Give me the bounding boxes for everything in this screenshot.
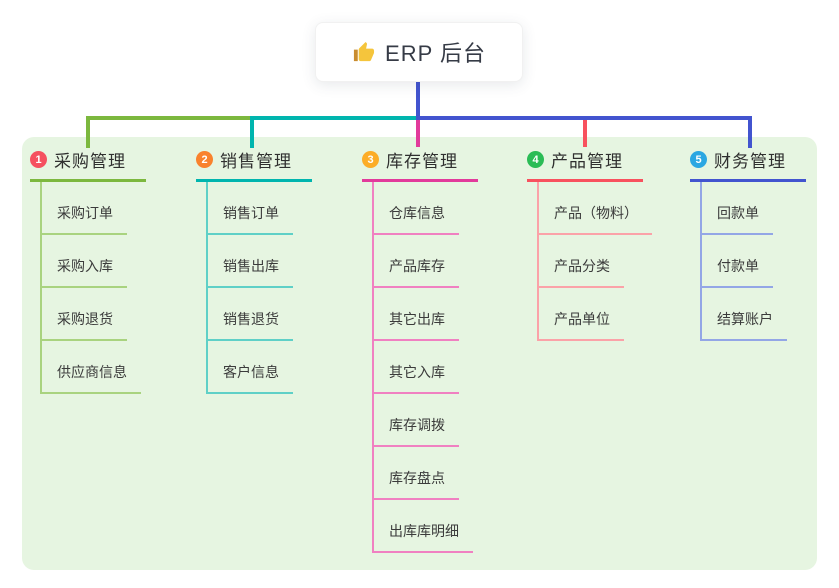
bus-segment-finance (416, 116, 752, 120)
branch-1: 1 采购管理 采购订单采购入库采购退货供应商信息 (30, 147, 146, 394)
thumbs-up-icon (352, 41, 375, 64)
root-connector-line (416, 80, 420, 118)
branch-items: 产品（物料）产品分类产品单位 (537, 182, 652, 341)
drop-line-finance (748, 118, 752, 148)
branch-topic-label: 库存管理 (386, 152, 458, 171)
bus-segment-sales (250, 116, 420, 120)
branch-number-badge: 4 (527, 151, 544, 168)
branch-items: 采购订单采购入库采购退货供应商信息 (40, 182, 141, 394)
subtopic[interactable]: 其它入库 (374, 341, 459, 394)
branches-background-panel (22, 137, 817, 570)
branch-topic[interactable]: 5 财务管理 (690, 147, 806, 182)
subtopic[interactable]: 产品单位 (539, 288, 624, 341)
subtopic[interactable]: 其它出库 (374, 288, 459, 341)
subtopic[interactable]: 销售出库 (208, 235, 293, 288)
branch-topic[interactable]: 1 采购管理 (30, 147, 146, 182)
root-topic-label: ERP 后台 (385, 41, 486, 66)
bus-segment-purchase (86, 116, 254, 120)
subtopic[interactable]: 结算账户 (702, 288, 787, 341)
drop-line-sales (250, 118, 254, 148)
branch-topic[interactable]: 2 销售管理 (196, 147, 312, 182)
subtopic[interactable]: 产品（物料） (539, 182, 652, 235)
subtopic[interactable]: 采购入库 (42, 235, 127, 288)
branch-topic-label: 采购管理 (54, 152, 126, 171)
branch-4: 4 产品管理 产品（物料）产品分类产品单位 (527, 147, 652, 341)
subtopic[interactable]: 供应商信息 (42, 341, 141, 394)
branch-topic-label: 销售管理 (220, 152, 292, 171)
subtopic[interactable]: 产品库存 (374, 235, 459, 288)
branch-topic[interactable]: 3 库存管理 (362, 147, 478, 182)
subtopic[interactable]: 出库库明细 (374, 500, 473, 553)
subtopic[interactable]: 库存盘点 (374, 447, 459, 500)
branch-items: 回款单付款单结算账户 (700, 182, 787, 341)
drop-line-inventory (416, 120, 420, 147)
branch-items: 仓库信息产品库存其它出库其它入库库存调拨库存盘点出库库明细 (372, 182, 473, 553)
drop-line-purchase (86, 118, 90, 148)
branch-topic-label: 财务管理 (714, 152, 786, 171)
subtopic[interactable]: 客户信息 (208, 341, 293, 394)
branch-number-badge: 5 (690, 151, 707, 168)
drop-line-product (583, 120, 587, 147)
subtopic[interactable]: 仓库信息 (374, 182, 459, 235)
branch-number-badge: 1 (30, 151, 47, 168)
branch-topic-label: 产品管理 (551, 152, 623, 171)
subtopic[interactable]: 产品分类 (539, 235, 624, 288)
root-topic[interactable]: ERP 后台 (315, 22, 523, 82)
branch-number-badge: 2 (196, 151, 213, 168)
branch-number-badge: 3 (362, 151, 379, 168)
branch-items: 销售订单销售出库销售退货客户信息 (206, 182, 293, 394)
subtopic[interactable]: 采购退货 (42, 288, 127, 341)
branch-topic[interactable]: 4 产品管理 (527, 147, 643, 182)
subtopic[interactable]: 回款单 (702, 182, 773, 235)
branch-5: 5 财务管理 回款单付款单结算账户 (690, 147, 806, 341)
subtopic[interactable]: 采购订单 (42, 182, 127, 235)
subtopic[interactable]: 销售订单 (208, 182, 293, 235)
subtopic[interactable]: 销售退货 (208, 288, 293, 341)
branch-2: 2 销售管理 销售订单销售出库销售退货客户信息 (196, 147, 312, 394)
subtopic[interactable]: 库存调拨 (374, 394, 459, 447)
subtopic[interactable]: 付款单 (702, 235, 773, 288)
branch-3: 3 库存管理 仓库信息产品库存其它出库其它入库库存调拨库存盘点出库库明细 (362, 147, 478, 553)
